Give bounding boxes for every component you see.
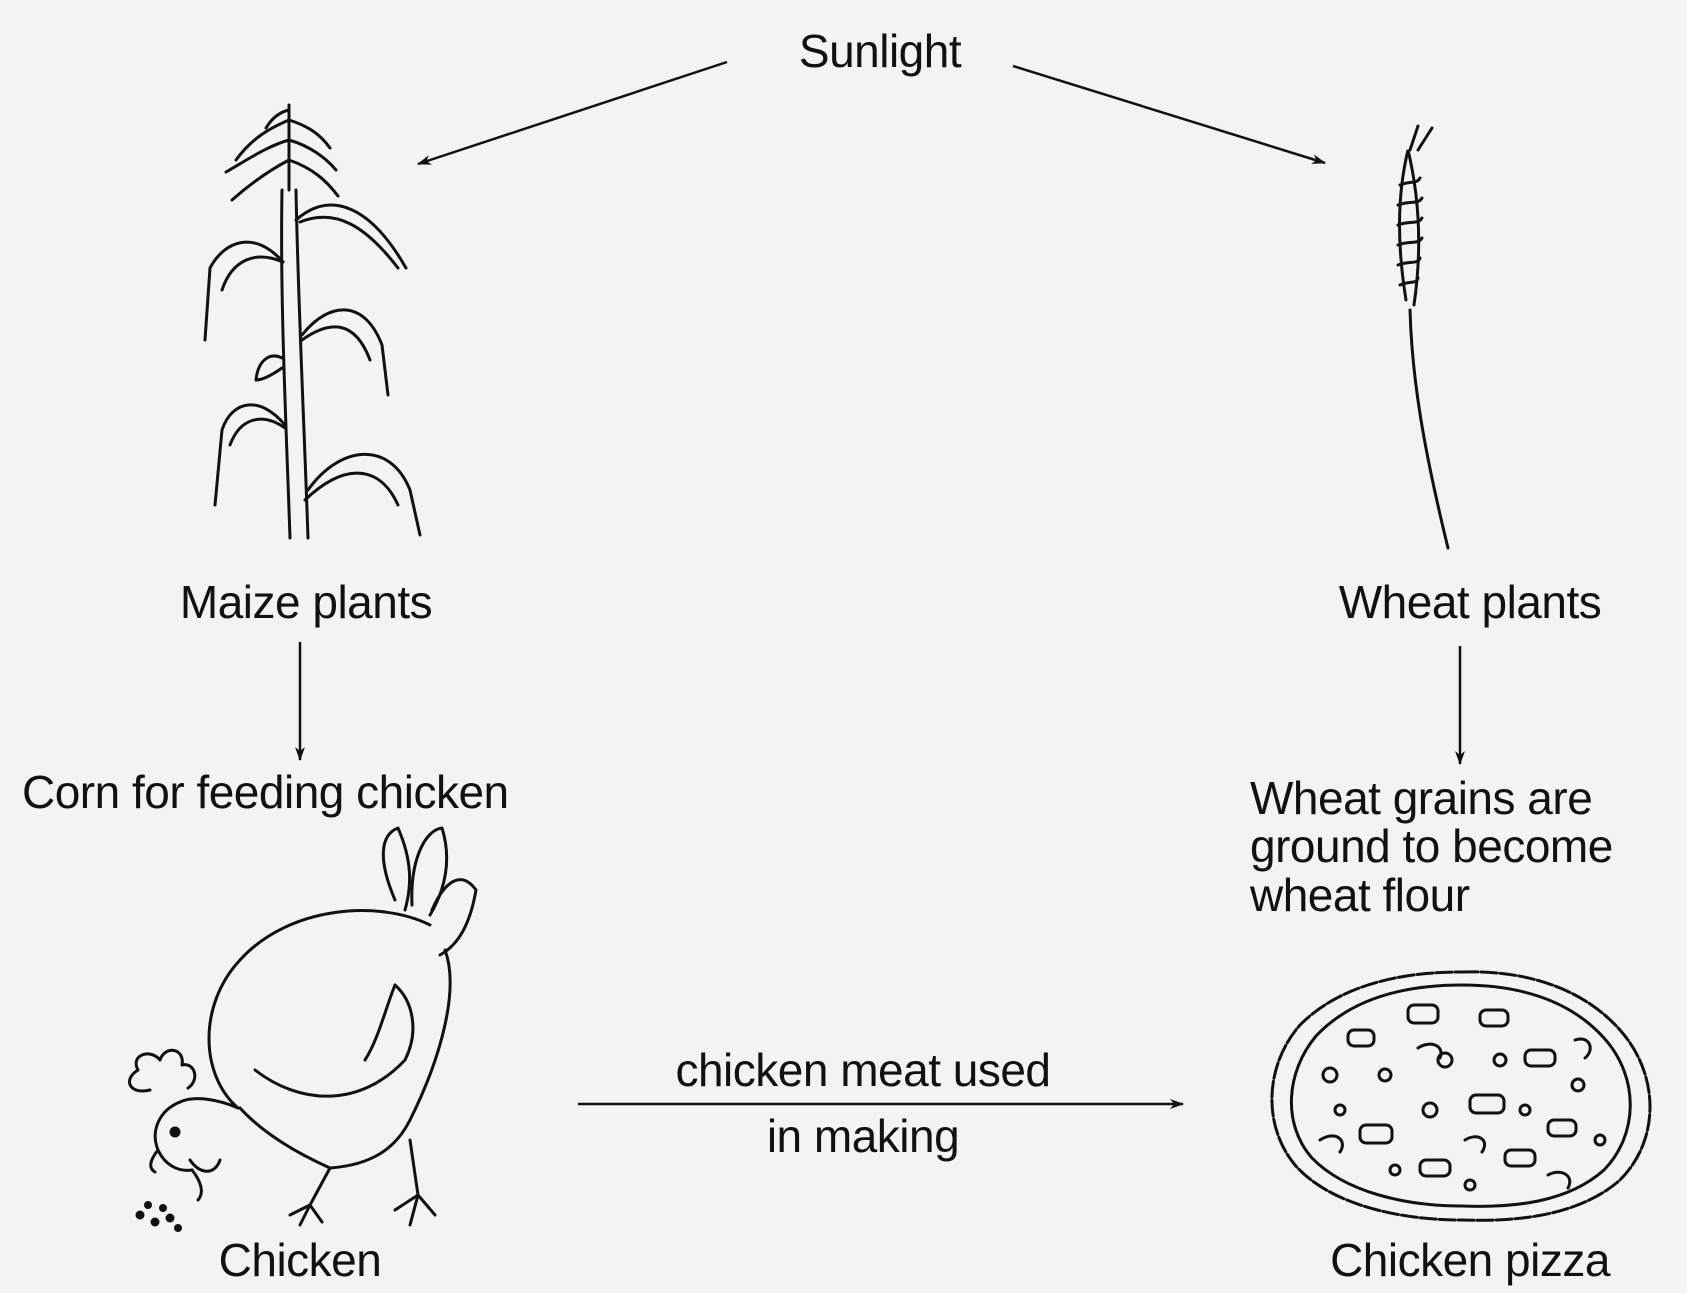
wheat-grains-line-1: Wheat grains are — [1250, 774, 1613, 822]
arrow-sunlight-to-wheat — [1013, 66, 1325, 163]
pizza-icon — [1272, 972, 1650, 1220]
node-corn: Corn for feeding chicken — [22, 768, 509, 816]
maize-plant-icon — [205, 105, 420, 538]
node-chicken: Chicken — [219, 1236, 382, 1284]
wheat-grains-line-3: wheat flour — [1250, 871, 1613, 919]
edge-label-line-2: in making — [767, 1112, 959, 1160]
node-maize-plants: Maize plants — [180, 578, 432, 626]
node-wheat-plants: Wheat plants — [1339, 578, 1601, 626]
arrow-sunlight-to-maize — [418, 62, 727, 164]
node-wheat-grains: Wheat grains are ground to become wheat … — [1250, 774, 1613, 919]
node-chicken-pizza: Chicken pizza — [1330, 1236, 1610, 1284]
wheat-grains-line-2: ground to become — [1250, 822, 1613, 870]
edge-label-line-1: chicken meat used — [675, 1046, 1050, 1094]
node-sunlight: Sunlight — [799, 27, 961, 75]
chicken-icon — [129, 828, 476, 1231]
wheat-plant-icon — [1398, 126, 1448, 548]
